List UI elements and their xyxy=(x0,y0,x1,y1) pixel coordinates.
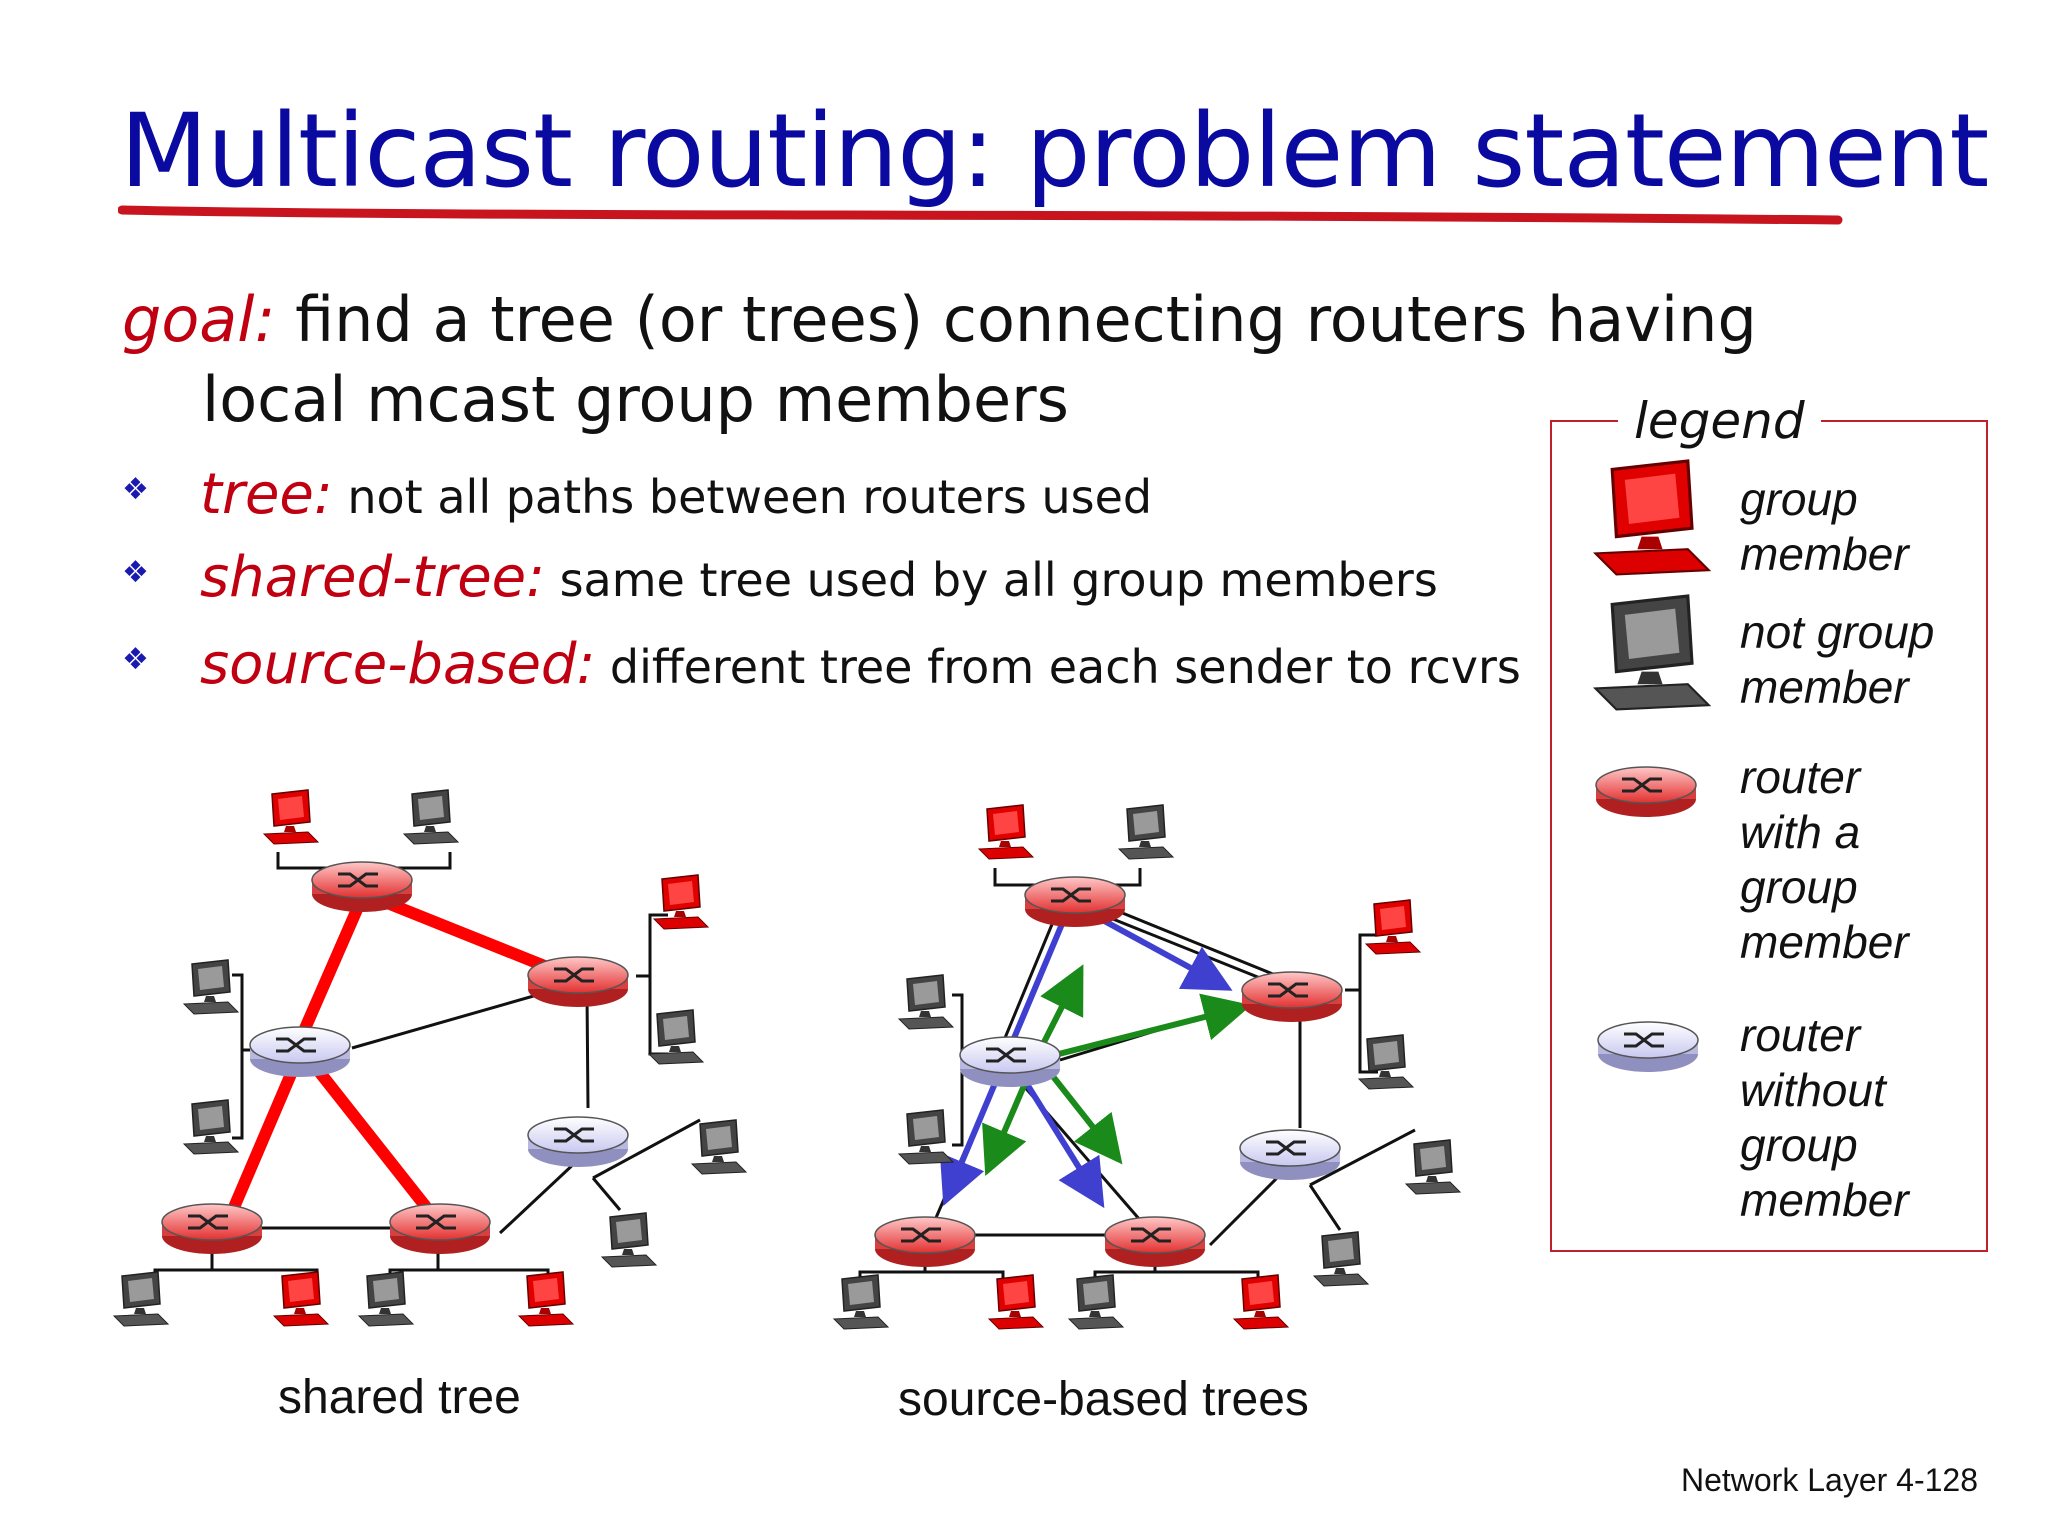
non-member-computer xyxy=(1118,804,1174,860)
red-computer-icon xyxy=(1593,459,1711,576)
legend-label-not-group-member: not group member xyxy=(1740,606,1935,713)
diamond-bullet-icon: ❖ xyxy=(122,642,149,677)
group-member-computer xyxy=(978,804,1034,860)
non-member-computer xyxy=(183,959,239,1015)
router-with-member xyxy=(1023,875,1127,929)
slide-title: Multicast routing: problem statement xyxy=(120,92,1989,211)
bullet-text: not all paths between routers used xyxy=(332,470,1153,524)
bullet-term: tree: xyxy=(200,462,333,527)
non-member-computer xyxy=(1405,1139,1461,1195)
lavender-router-icon xyxy=(1596,1020,1700,1074)
non-member-computer xyxy=(1313,1231,1369,1287)
router-with-member xyxy=(310,860,414,914)
group-member-computer xyxy=(263,789,319,845)
non-member-computer xyxy=(358,1271,414,1327)
group-member-computer xyxy=(988,1274,1044,1330)
group-member-computer xyxy=(273,1271,329,1327)
goal-text-continued: local mcast group members xyxy=(202,363,1069,436)
non-member-computer xyxy=(1358,1034,1414,1090)
non-member-computer xyxy=(691,1119,747,1175)
legend-icons xyxy=(1593,459,1711,1074)
legend-title: legend xyxy=(1618,392,1821,450)
non-member-computer xyxy=(833,1274,889,1330)
bullet-shared-tree: ❖ shared-tree: same tree used by all grou… xyxy=(122,545,1438,610)
non-member-computer xyxy=(648,1009,704,1065)
diamond-bullet-icon: ❖ xyxy=(122,472,149,507)
group-member-computer xyxy=(1365,899,1421,955)
red-router-icon xyxy=(1594,765,1698,819)
page-number: 4-128 xyxy=(1896,1462,1978,1498)
non-member-computer xyxy=(403,789,459,845)
shared-tree-diagram xyxy=(113,789,747,1327)
goal-label: goal: xyxy=(122,283,276,356)
router-without-member xyxy=(248,1025,352,1079)
non-member-computer xyxy=(1068,1274,1124,1330)
non-member-computer xyxy=(113,1271,169,1327)
bullet-text: same tree used by all group members xyxy=(544,553,1438,607)
router-with-member xyxy=(388,1202,492,1256)
bullet-source-based: ❖ source-based: different tree from each … xyxy=(122,632,1521,697)
router-with-member xyxy=(160,1202,264,1256)
non-member-computer xyxy=(183,1099,239,1155)
non-member-computer xyxy=(601,1212,657,1268)
router-without-member xyxy=(958,1035,1062,1089)
goal-text: find a tree (or trees) connecting router… xyxy=(275,283,1757,356)
bullet-text: different tree from each sender to rcvrs xyxy=(595,640,1521,694)
legend-label-group-member: group member xyxy=(1740,473,1909,580)
router-with-member xyxy=(873,1215,977,1269)
legend-label-router-with-member: router with a group member xyxy=(1740,751,1909,968)
caption-shared-tree: shared tree xyxy=(278,1371,521,1424)
gray-computer-icon xyxy=(1593,594,1711,711)
caption-source-based-trees: source-based trees xyxy=(898,1373,1309,1426)
router-with-member xyxy=(526,955,630,1009)
bullet-term: shared-tree: xyxy=(200,545,545,610)
non-member-computer xyxy=(898,974,954,1030)
legend-label-router-without-member: router without group member xyxy=(1740,1009,1909,1226)
group-member-computer xyxy=(653,874,709,930)
bullet-term: source-based: xyxy=(200,632,596,697)
diamond-bullet-icon: ❖ xyxy=(122,555,149,590)
group-member-computer xyxy=(518,1271,574,1327)
router-with-member xyxy=(1103,1215,1207,1269)
router-without-member xyxy=(526,1115,630,1169)
source-based-tree-diagram xyxy=(833,804,1461,1330)
router-without-member xyxy=(1238,1128,1342,1182)
non-member-computer xyxy=(898,1109,954,1165)
group-member-computer xyxy=(1233,1274,1289,1330)
bullet-tree: ❖ tree: not all paths between routers use… xyxy=(122,462,1152,527)
slide-footer: Network Layer 4-128 xyxy=(1681,1462,1978,1499)
footer-label: Network Layer xyxy=(1680,1462,1888,1498)
title-underline xyxy=(118,205,1843,225)
router-with-member xyxy=(1240,970,1344,1024)
goal-statement: goal: find a tree (or trees) connecting … xyxy=(122,280,1757,440)
